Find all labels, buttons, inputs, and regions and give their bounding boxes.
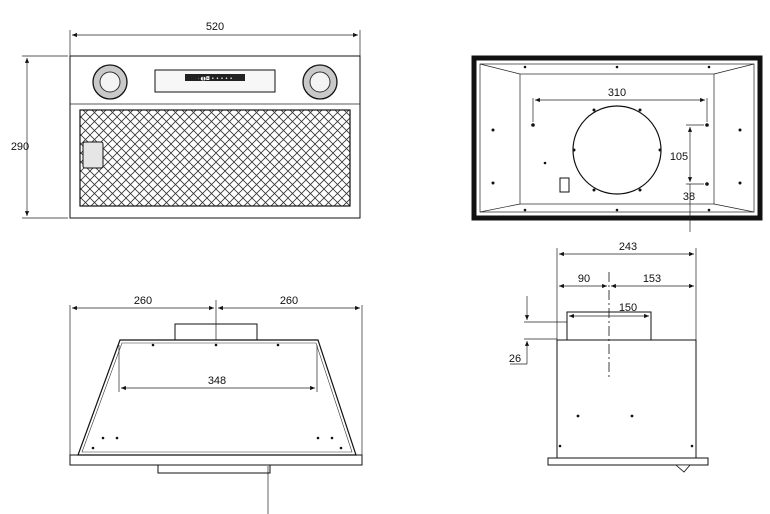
screw-dot-8 [91,446,95,450]
left-lamp [92,64,128,100]
side-screw-3 [558,444,562,448]
control-panel-text: · ◖◗◘ • • • • • [197,76,232,82]
ring-hole-3 [592,188,596,192]
ring-hole-4 [638,188,642,192]
side-base-plate [547,457,709,466]
bottom-filter-tray [157,464,271,474]
inner-width-label: 348 [208,375,226,387]
frame-hole-top-2 [615,65,619,69]
frame-hole-top-1 [523,65,527,69]
left-half-label: 260 [134,295,152,307]
right-lamp [302,64,338,100]
height-label: 290 [11,141,29,153]
right-half-label: 260 [280,295,298,307]
screw-dot-4 [101,436,105,440]
frame-hole-right-2 [738,181,742,185]
front-offset-label: 90 [578,273,590,285]
ring-hole-2 [638,108,642,112]
plate-hole-1 [543,161,547,165]
hood-trapezoid-inner [81,342,353,453]
ring-hole-1 [592,108,596,112]
corner-line-br [713,203,755,213]
offset-label: 38 [683,191,695,203]
screw-dot-6 [316,436,320,440]
ring-hole-6 [658,148,662,152]
hood-body-outline [69,55,361,219]
bottom-base-plate [69,454,363,466]
side-tab [674,464,691,473]
duct-height-label: 26 [509,353,521,365]
screw-dot-7 [330,436,334,440]
ring-hole-5 [572,148,576,152]
screw-dot-1 [151,343,155,347]
bolt-hole-left [531,123,535,127]
bottom-view: 260 260 348 [69,295,363,514]
control-panel-display [185,74,245,81]
top-view: 310 105 38 [471,55,763,232]
corner-line-bl [479,203,521,213]
width-label: 520 [206,21,224,33]
grease-filter-mesh [79,109,351,207]
screw-dot-9 [339,446,343,450]
corner-line-tr [713,63,755,75]
bolt-height-label: 105 [670,151,688,163]
exhaust-opening-circle [572,105,662,195]
screw-dot-5 [115,436,119,440]
side-screw-1 [576,414,580,418]
screw-dot-3 [276,343,280,347]
front-view: 520 290 · ◖◗◘ • • • • • [11,21,361,219]
top-view-ceiling-plate [519,73,715,205]
frame-hole-bottom-1 [523,208,527,212]
screw-dot-2 [214,343,218,347]
frame-hole-bottom-2 [615,208,619,212]
frame-hole-top-3 [707,65,711,69]
depth-label: 243 [619,241,637,253]
duct-label: 150 [619,302,637,314]
hood-trapezoid-body [77,339,357,456]
frame-hole-bottom-3 [707,208,711,212]
side-view: 243 90 153 150 26 [509,241,709,473]
rear-offset-label: 153 [643,273,661,285]
side-screw-2 [630,414,634,418]
top-view-outer-frame [471,55,763,221]
electrical-connector [559,177,570,193]
bolt-hole-right-bottom [705,182,709,186]
side-screw-4 [690,444,694,448]
corner-line-tl [479,63,521,75]
top-view-inner-frame [479,63,755,213]
frame-hole-left-2 [491,181,495,185]
frame-hole-right-1 [738,128,742,132]
bolt-spacing-label: 310 [608,87,626,99]
filter-handle [82,141,104,169]
side-body [556,339,697,459]
bolt-hole-right-top [705,123,709,127]
frame-hole-left-1 [491,128,495,132]
